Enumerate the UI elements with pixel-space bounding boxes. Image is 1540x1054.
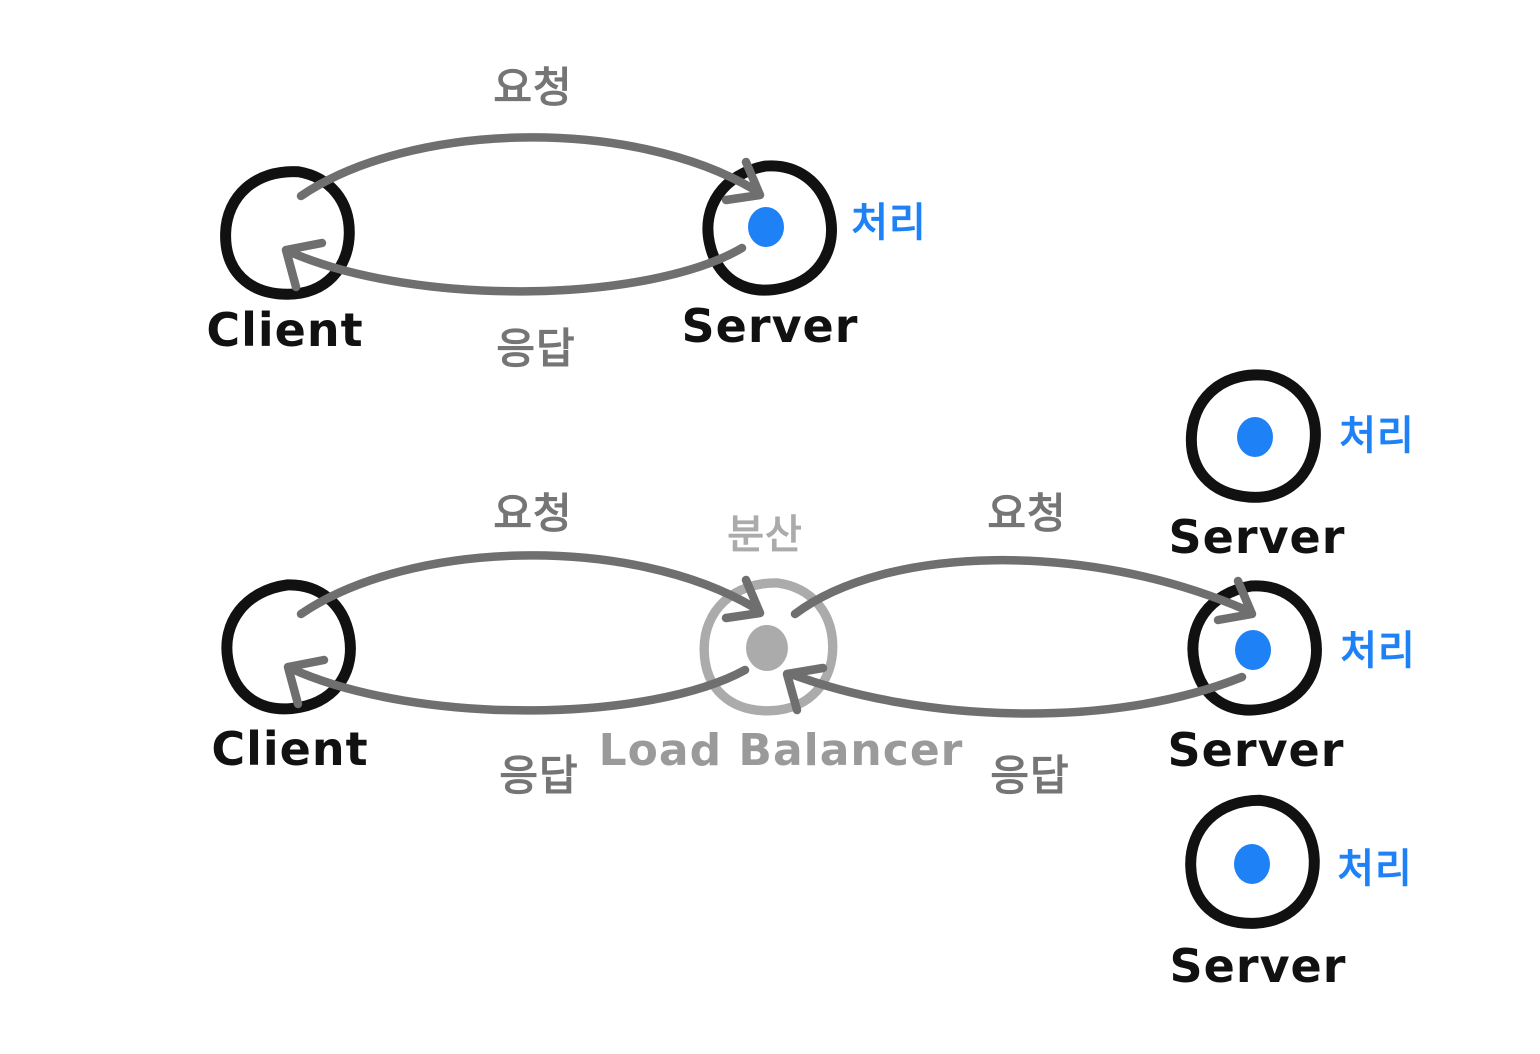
request-arrowhead <box>721 157 765 205</box>
server1-label: Server <box>1168 510 1346 564</box>
response3-label: 응답 <box>990 751 1070 800</box>
response2-arrowhead <box>283 655 329 709</box>
distribute-label: 분산 <box>727 512 803 558</box>
response-label: 응답 <box>496 324 576 373</box>
request2-label: 요청 <box>493 489 573 538</box>
response3-arrow-shaft <box>786 669 1247 718</box>
request3-arrow-shaft <box>790 555 1251 619</box>
client-label: Client <box>206 303 364 357</box>
server-process-dot <box>748 207 784 247</box>
client2-node-circle <box>222 580 356 714</box>
server2-process-dot <box>1235 630 1271 670</box>
server3-process-label: 처리 <box>1337 846 1413 892</box>
server-label: Server <box>681 299 859 353</box>
response2-label: 응답 <box>499 751 579 800</box>
response-arrowhead <box>281 238 327 292</box>
process-label: 처리 <box>851 200 927 246</box>
response2-arrow-shaft <box>287 664 750 715</box>
request2-arrowhead <box>721 575 765 623</box>
client-node-circle <box>220 165 356 301</box>
server3-process-dot <box>1234 844 1270 884</box>
server1-process-dot <box>1237 417 1273 457</box>
request-label: 요청 <box>493 63 573 112</box>
load-balancer-label: Load Balancer <box>598 725 964 776</box>
server2-label: Server <box>1167 723 1345 777</box>
client2-label: Client <box>211 722 369 776</box>
request-arrow-shaft <box>296 133 760 201</box>
request2-arrow-shaft <box>296 551 760 619</box>
server3-label: Server <box>1169 939 1347 993</box>
load-balancer-dot <box>746 625 788 671</box>
request3-arrowhead <box>1213 576 1257 625</box>
server1-process-label: 처리 <box>1339 413 1415 459</box>
request3-label: 요청 <box>987 489 1067 538</box>
server2-process-label: 처리 <box>1340 628 1416 674</box>
response-arrow-shaft <box>285 243 747 296</box>
response3-arrowhead <box>782 663 828 715</box>
